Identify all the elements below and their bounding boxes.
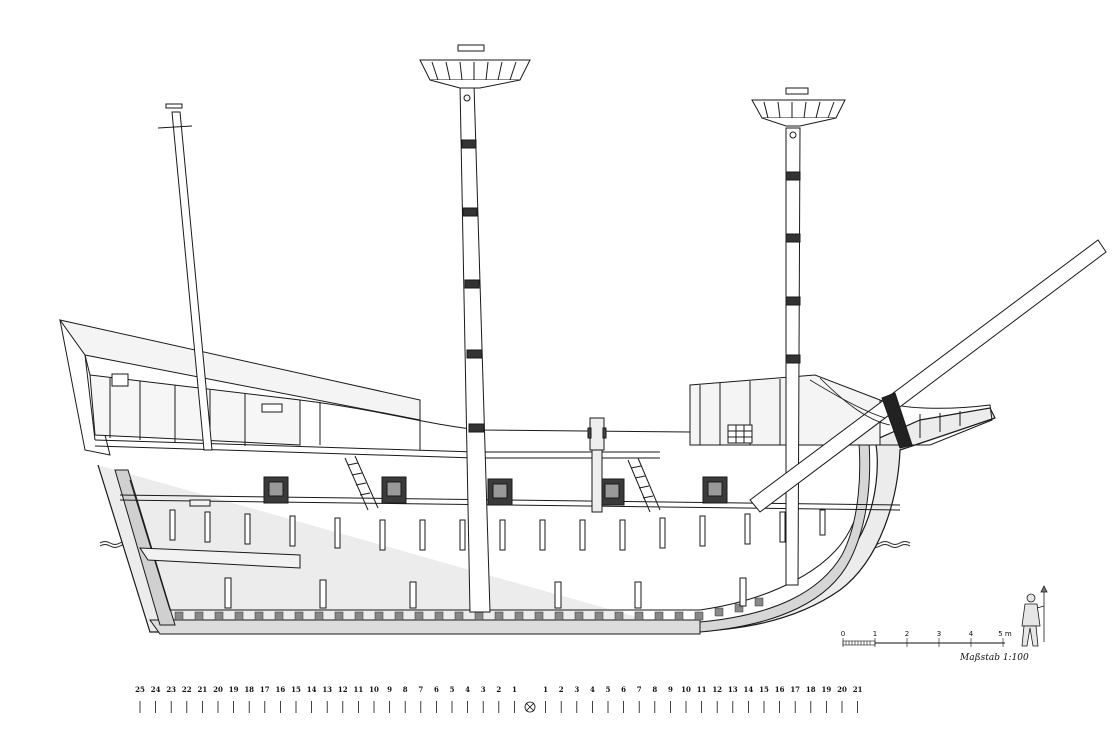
frame-number-aft-13: 13 bbox=[322, 685, 332, 694]
frame-number-fore-19: 19 bbox=[822, 685, 832, 694]
frame-number-aft-3: 3 bbox=[481, 685, 486, 694]
frame-number-aft-20: 20 bbox=[213, 685, 223, 694]
fore-mast bbox=[751, 87, 846, 586]
frame-number-aft-15: 15 bbox=[291, 685, 301, 694]
frame-number-fore-14: 14 bbox=[744, 685, 754, 694]
main-top bbox=[419, 44, 531, 89]
frame-number-aft-8: 8 bbox=[403, 685, 408, 694]
cannons bbox=[263, 476, 728, 506]
frame-number-fore-10: 10 bbox=[681, 685, 691, 694]
frame-number-fore-21: 21 bbox=[853, 685, 863, 694]
frame-number-aft-10: 10 bbox=[369, 685, 379, 694]
frame-number-aft-4: 4 bbox=[465, 685, 470, 694]
frame-number-fore-11: 11 bbox=[697, 685, 707, 694]
frame-number-fore-5: 5 bbox=[606, 685, 611, 694]
frame-number-fore-6: 6 bbox=[621, 685, 626, 694]
frame-number-aft-1: 1 bbox=[512, 685, 517, 694]
frame-number-fore-17: 17 bbox=[790, 685, 800, 694]
scale-tick-5: 5 m bbox=[998, 630, 1012, 638]
frame-number-aft-9: 9 bbox=[387, 685, 392, 694]
cannon-5 bbox=[702, 476, 728, 504]
scale-title: Maßstab 1:100 bbox=[959, 653, 1029, 663]
main-mast bbox=[419, 44, 531, 613]
frame-number-aft-5: 5 bbox=[450, 685, 455, 694]
fore-top bbox=[751, 87, 846, 127]
frame-number-fore-2: 2 bbox=[559, 685, 564, 694]
frame-number-fore-16: 16 bbox=[775, 685, 785, 694]
frame-number-aft-16: 16 bbox=[276, 685, 286, 694]
cannon-1 bbox=[263, 476, 289, 504]
frame-number-fore-7: 7 bbox=[637, 685, 642, 694]
frame-number-aft-17: 17 bbox=[260, 685, 270, 694]
frame-number-fore-4: 4 bbox=[590, 685, 595, 694]
frame-number-fore-3: 3 bbox=[574, 685, 579, 694]
frame-number-aft-24: 24 bbox=[151, 685, 161, 694]
scale-tick-4: 4 bbox=[969, 630, 974, 638]
frame-number-aft-7: 7 bbox=[418, 685, 423, 694]
mizzen-mast bbox=[157, 103, 213, 451]
frame-number-fore-18: 18 bbox=[806, 685, 816, 694]
midship-frame-icon bbox=[524, 701, 536, 713]
frame-number-aft-11: 11 bbox=[354, 685, 364, 694]
frame-number-fore-9: 9 bbox=[668, 685, 673, 694]
frame-number-aft-6: 6 bbox=[434, 685, 439, 694]
frame-number-fore-8: 8 bbox=[652, 685, 657, 694]
scale-bar: 0 1 2 3 4 5 m Maßstab 1:100 bbox=[841, 630, 1029, 663]
deck-stanchions bbox=[169, 509, 826, 609]
frame-number-fore-1: 1 bbox=[543, 685, 548, 694]
capstan bbox=[587, 417, 607, 513]
hull bbox=[97, 407, 996, 635]
frame-number-aft-14: 14 bbox=[307, 685, 317, 694]
bowsprit bbox=[749, 239, 1107, 513]
frame-number-aft-21: 21 bbox=[198, 685, 208, 694]
cannon-3 bbox=[487, 478, 513, 506]
scale-tick-0: 0 bbox=[841, 630, 845, 638]
cannon-2 bbox=[381, 476, 407, 504]
ladders bbox=[344, 455, 661, 513]
frame-number-aft-2: 2 bbox=[496, 685, 501, 694]
frame-number-aft-23: 23 bbox=[166, 685, 176, 694]
frame-number-aft-12: 12 bbox=[338, 685, 348, 694]
frame-number-aft-25: 25 bbox=[135, 685, 145, 694]
frame-number-fore-12: 12 bbox=[712, 685, 722, 694]
bow-rigging bbox=[809, 377, 891, 426]
scale-tick-2: 2 bbox=[905, 630, 909, 638]
scale-tick-1: 1 bbox=[873, 630, 877, 638]
frame-number-fore-15: 15 bbox=[759, 685, 769, 694]
frame-number-fore-13: 13 bbox=[728, 685, 738, 694]
hold-bulkhead bbox=[139, 499, 301, 569]
frame-number-aft-22: 22 bbox=[182, 685, 192, 694]
frame-number-aft-18: 18 bbox=[244, 685, 254, 694]
cannon-4 bbox=[599, 478, 625, 506]
stern-castle bbox=[58, 319, 901, 511]
frame-number-aft-19: 19 bbox=[229, 685, 239, 694]
scale-tick-3: 3 bbox=[937, 630, 941, 638]
frame-number-fore-20: 20 bbox=[837, 685, 847, 694]
soldier-figure-icon bbox=[1021, 585, 1048, 647]
